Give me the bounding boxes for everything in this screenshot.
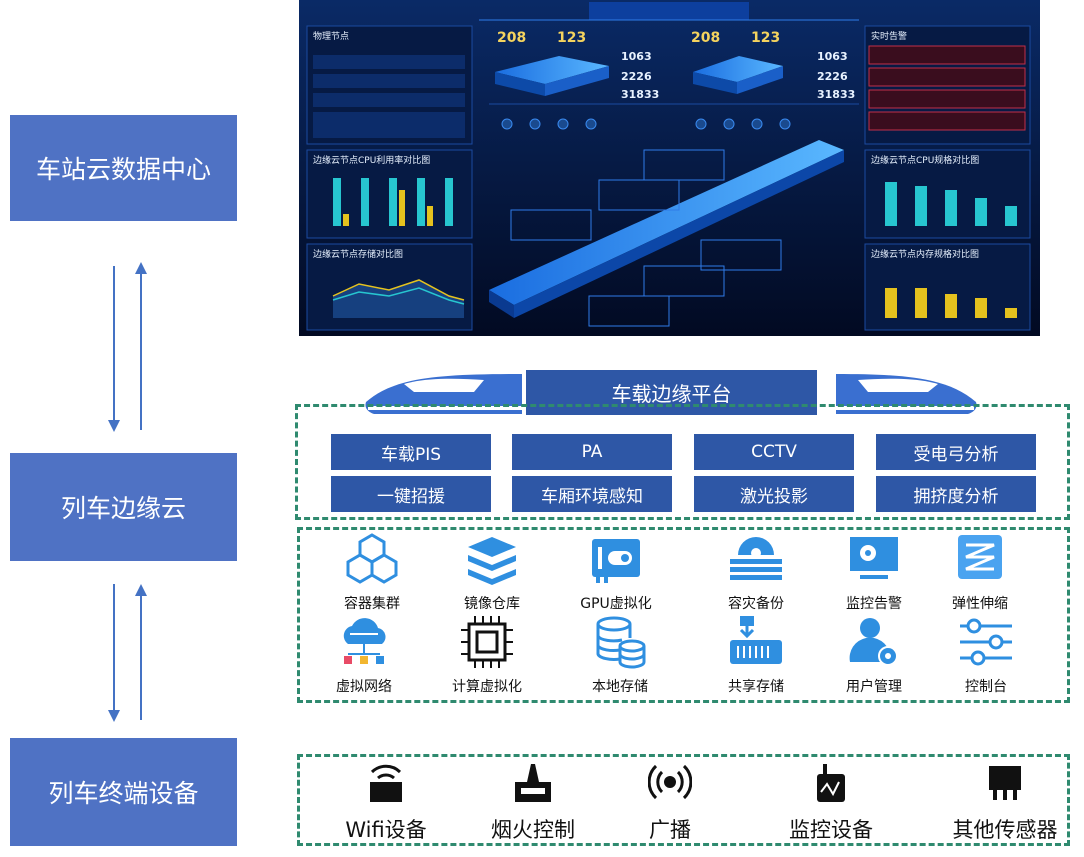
dash-stat-4: 123 [751,30,781,46]
func-pa: PA [512,434,672,470]
svc-label: 控制台 [965,679,1007,695]
svc-gpu-virt: GPU虚拟化 [566,531,666,613]
svc-label: 本地存储 [592,679,648,695]
arrows-edge-terminal [108,584,147,722]
sensor-monitor-icon [817,764,845,802]
device-label: Wifi设备 [345,818,427,842]
dash-storage-title: 边缘云节点存储对比图 [313,250,404,260]
device-wifi: Wifi设备 [311,760,461,844]
device-broadcast: 广播 [595,760,745,844]
svc-console: 控制台 [936,614,1036,696]
dash-stat-2: 123 [557,30,587,46]
dash-cpu-val-1: 1063 [621,50,652,63]
dash-stat-1: 208 [497,30,527,46]
svc-label: 计算虚拟化 [452,679,522,695]
device-label: 其他传感器 [952,818,1058,842]
backup-icon [730,537,782,580]
monitor-gear-icon [850,537,898,579]
device-monitor: 监控设备 [756,760,906,844]
device-other-sensors: 其他传感器 [930,760,1080,844]
func-crowd: 拥挤度分析 [876,476,1036,512]
svc-label: GPU虚拟化 [580,596,652,612]
device-label: 广播 [649,818,691,842]
layer-terminal-devices: 列车终端设备 [10,738,237,846]
svc-label: 弹性伸缩 [952,596,1008,612]
dash-disk-val-2: 31833 [817,88,856,101]
layer-station-cloud: 车站云数据中心 [10,115,237,221]
func-pis: 车载PIS [331,434,491,470]
dash-mem-val-2: 2226 [817,70,848,83]
broadcast-icon [647,764,693,800]
dashboard-screenshot: 物理节点 实时告警 边缘云节点CPU利用率对比图 边缘云节点存储对比图 边缘云节… [299,0,1040,336]
dash-cpu-val-2: 1063 [817,50,848,63]
dash-mem-val-1: 2226 [621,70,652,83]
service-group [297,527,1070,703]
svc-label: 容器集群 [344,596,400,612]
svc-monitor-alarm: 监控告警 [824,531,924,613]
func-cctv: CCTV [694,434,854,470]
network-cloud-icon [343,618,386,664]
dash-cpu-right-title: 边缘云节点CPU规格对比图 [871,156,980,166]
user-gear-icon [849,618,898,666]
autoscale-icon [958,535,1002,579]
dash-alarm-panel-title: 实时告警 [871,32,908,42]
svc-label: 用户管理 [846,679,902,695]
sensor-chip-icon [989,766,1021,800]
cpu-chip-icon [461,616,513,668]
dash-mem-title: 边缘云节点内存规格对比图 [871,250,980,260]
arrows-station-edge [108,262,147,432]
svc-autoscale: 弹性伸缩 [930,531,1030,613]
svc-label: 镜像仓库 [464,596,520,612]
smoke-detector-icon [515,764,551,802]
func-laser: 激光投影 [694,476,854,512]
svc-label: 共享存储 [728,679,784,695]
device-label: 监控设备 [789,818,873,842]
function-group [295,404,1070,520]
svc-container-cluster: 容器集群 [322,531,422,613]
svc-shared-storage: 共享存储 [706,614,806,696]
svc-label: 监控告警 [846,596,902,612]
database-icon [596,616,646,669]
gpu-card-icon [592,539,640,583]
sliders-icon [960,618,1012,666]
dashboard-graphics [299,0,1040,336]
func-help: 一键招援 [331,476,491,512]
dash-cpu-left-title: 边缘云节点CPU利用率对比图 [313,156,431,166]
wifi-router-icon [370,764,402,802]
svc-label: 虚拟网络 [336,679,392,695]
shared-storage-icon [730,616,782,664]
device-smoke-fire: 烟火控制 [458,760,608,844]
func-env-sense: 车厢环境感知 [512,476,672,512]
dash-disk-val-1: 31833 [621,88,660,101]
layers-icon [468,537,516,585]
container-cluster-icon [346,533,398,584]
svc-virtual-network: 虚拟网络 [314,614,414,696]
device-label: 烟火控制 [491,818,575,842]
svc-user-mgmt: 用户管理 [824,614,924,696]
svc-image-repo: 镜像仓库 [442,531,542,613]
dash-stat-3: 208 [691,30,721,46]
svc-label: 容灾备份 [728,596,784,612]
svc-compute-virt: 计算虚拟化 [437,614,537,696]
svc-local-storage: 本地存储 [570,614,670,696]
func-pantograph: 受电弓分析 [876,434,1036,470]
layer-train-edge-cloud: 列车边缘云 [10,453,237,561]
svc-disaster-backup: 容灾备份 [706,531,806,613]
dash-node-panel-title: 物理节点 [313,32,350,42]
device-group [297,754,1070,846]
platform-title: 车载边缘平台 [526,370,817,415]
